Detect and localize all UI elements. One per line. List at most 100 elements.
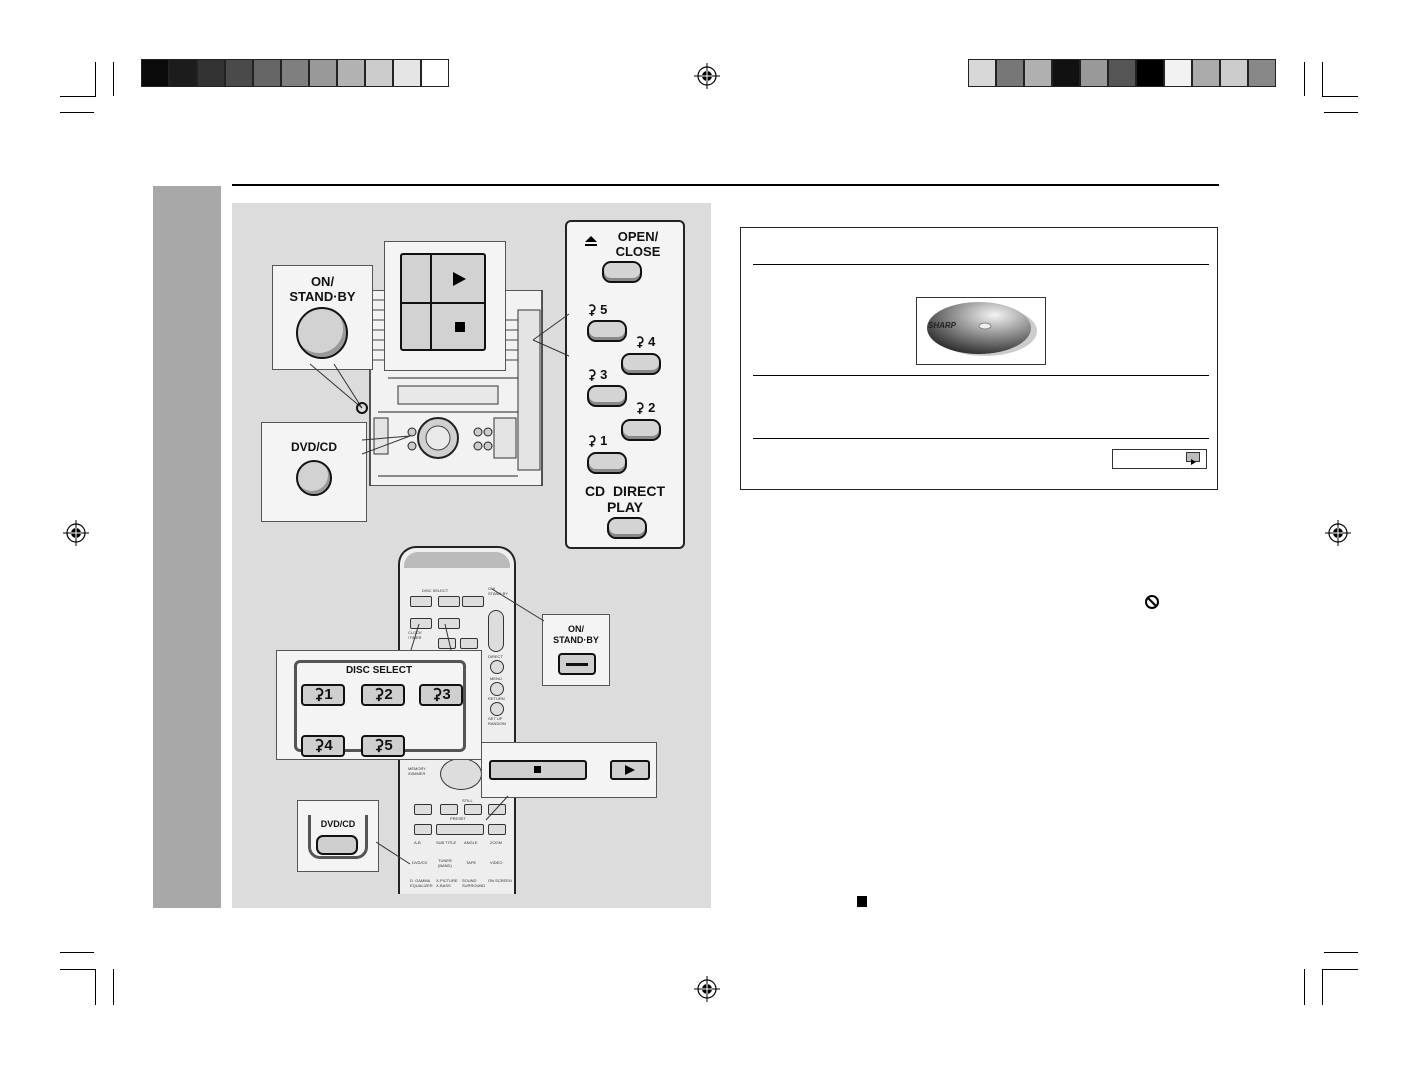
remote-memory-label: MEMORY /DIMMER (408, 766, 426, 776)
remote-still-label: STILL (462, 798, 473, 803)
color-swatch (141, 59, 169, 87)
disc1-label: ⚳ 1 (587, 433, 608, 448)
color-swatch (309, 59, 337, 87)
color-swatch (1108, 59, 1136, 87)
play-icon (625, 765, 635, 775)
color-swatch (281, 59, 309, 87)
remote-menu-label: MENU (490, 676, 502, 681)
registration-mark-icon (694, 976, 720, 1002)
disc-select-title: DISC SELECT (345, 665, 413, 676)
dvd-cd-label: DVD/CD (290, 440, 337, 454)
remote-disc2-button[interactable]: ⚳2 (361, 684, 405, 706)
cd-direct-label: CD DIRECT (584, 483, 666, 499)
prohibited-icon (1145, 595, 1159, 609)
disc-icon: ⚳ (373, 686, 385, 703)
remote-play-button[interactable] (610, 760, 650, 780)
remote-disc3-button[interactable]: ⚳3 (419, 684, 463, 706)
stop-icon (857, 896, 867, 907)
disc3-button[interactable] (587, 385, 627, 407)
remote-disc-select-label: DISC SELECT (422, 588, 449, 593)
remote-on-standby-label: ON/ STAND·BY (488, 586, 508, 596)
unit-right-panel: OPEN/ CLOSE ⚳ 5 ⚳ 4 ⚳ 3 ⚳ 2 ⚳ 1 CD DIREC… (565, 220, 685, 549)
color-swatch (225, 59, 253, 87)
disc-icon (927, 302, 1037, 356)
disc2-button[interactable] (621, 419, 661, 441)
dvdcd-callout: DVD/CD (261, 422, 367, 522)
registration-mark-icon (1325, 520, 1351, 546)
play-stop-panel (400, 253, 486, 351)
color-swatch (1080, 59, 1108, 87)
disc3-label: ⚳ 3 (587, 367, 608, 382)
remote-on-standby-title: ON/ STAND·BY (553, 624, 599, 645)
cd-direct-play-button[interactable] (607, 517, 647, 539)
color-swatch (197, 59, 225, 87)
color-swatch (393, 59, 421, 87)
remote-stop-button[interactable] (489, 760, 587, 780)
open-close-label: OPEN/ CLOSE (615, 229, 661, 259)
color-swatch (421, 59, 449, 87)
remote-stop-play-pointer (485, 795, 509, 821)
remote-row1-a: A-B (414, 840, 421, 845)
remote-dvdcd-pointer (375, 841, 411, 865)
color-swatch (337, 59, 365, 87)
remote-row2-a: DVD/CD (412, 860, 428, 865)
color-swatch (1024, 59, 1052, 87)
on-standby-button[interactable] (296, 307, 348, 359)
disc4-label: ⚳ 4 (635, 334, 656, 349)
disc-icon: ⚳ (313, 686, 325, 703)
eject-icon (585, 236, 597, 246)
disc2-label: ⚳ 2 (635, 400, 656, 415)
remote-row1-b: SUB TITLE (436, 840, 457, 845)
disc-icon: ⚳ (373, 737, 385, 754)
remote-row2-c: TAPE (466, 860, 477, 865)
remote-on-standby-button[interactable] (558, 653, 596, 675)
play-button[interactable] (434, 259, 484, 299)
disc-icon: ⚳ (635, 334, 645, 349)
color-swatch (1248, 59, 1276, 87)
remote-dvd-cd-label: DVD/CD (320, 819, 356, 829)
disc5-button[interactable] (587, 320, 627, 342)
disc-icon: ⚳ (587, 433, 597, 448)
disc-select-callout: DISC SELECT ⚳1 ⚳2 ⚳3 ⚳4 ⚳5 (276, 650, 482, 760)
remote-row3-c: SOUND SURROUND (462, 878, 486, 888)
disc-icon: ⚳ (587, 302, 597, 317)
remote-standby-pointer (491, 588, 545, 622)
remote-disc4-button[interactable]: ⚳4 (301, 735, 345, 757)
remote-row3-b: X-PICTURE X-BASS (436, 878, 458, 888)
disc1-button[interactable] (587, 452, 627, 474)
remote-row2-b: TUNER (BAND) (438, 858, 452, 868)
registration-mark-icon (694, 63, 720, 89)
play-icon (1186, 452, 1200, 465)
info-box: SHARP (740, 227, 1218, 490)
registration-mark-icon (63, 520, 89, 546)
color-swatch (968, 59, 996, 87)
color-swatch (253, 59, 281, 87)
color-swatch (365, 59, 393, 87)
color-swatch (1052, 59, 1080, 87)
disc-brand-text: SHARP (928, 321, 957, 330)
color-swatch (169, 59, 197, 87)
remote-row3-d: ON SCREEN (488, 878, 512, 883)
color-swatch (1220, 59, 1248, 87)
color-swatch (1136, 59, 1164, 87)
disc-icon: ⚳ (635, 400, 645, 415)
play-icon (453, 272, 466, 286)
remote-disc1-button[interactable]: ⚳1 (301, 684, 345, 706)
header-rule (232, 184, 1219, 186)
open-close-button[interactable] (602, 261, 642, 283)
sidebar-tab (153, 186, 221, 908)
remote-row2-d: VIDEO (490, 860, 503, 865)
color-swatch (1192, 59, 1220, 87)
disc-image: SHARP (916, 297, 1046, 365)
remote-return-label: RETURN (488, 696, 505, 701)
remote-dvd-cd-button[interactable] (316, 835, 358, 855)
stop-button[interactable] (434, 307, 484, 347)
disc4-button[interactable] (621, 353, 661, 375)
remote-preset-label: PRESET (450, 816, 467, 821)
remote-row1-c: ANGLE (464, 840, 478, 845)
remote-standby-callout: ON/ STAND·BY (542, 614, 610, 686)
dvd-cd-button[interactable] (296, 460, 332, 496)
dvdcd-pointer (361, 435, 411, 455)
remote-stop-play-callout (481, 742, 657, 798)
remote-disc5-button[interactable]: ⚳5 (361, 735, 405, 757)
